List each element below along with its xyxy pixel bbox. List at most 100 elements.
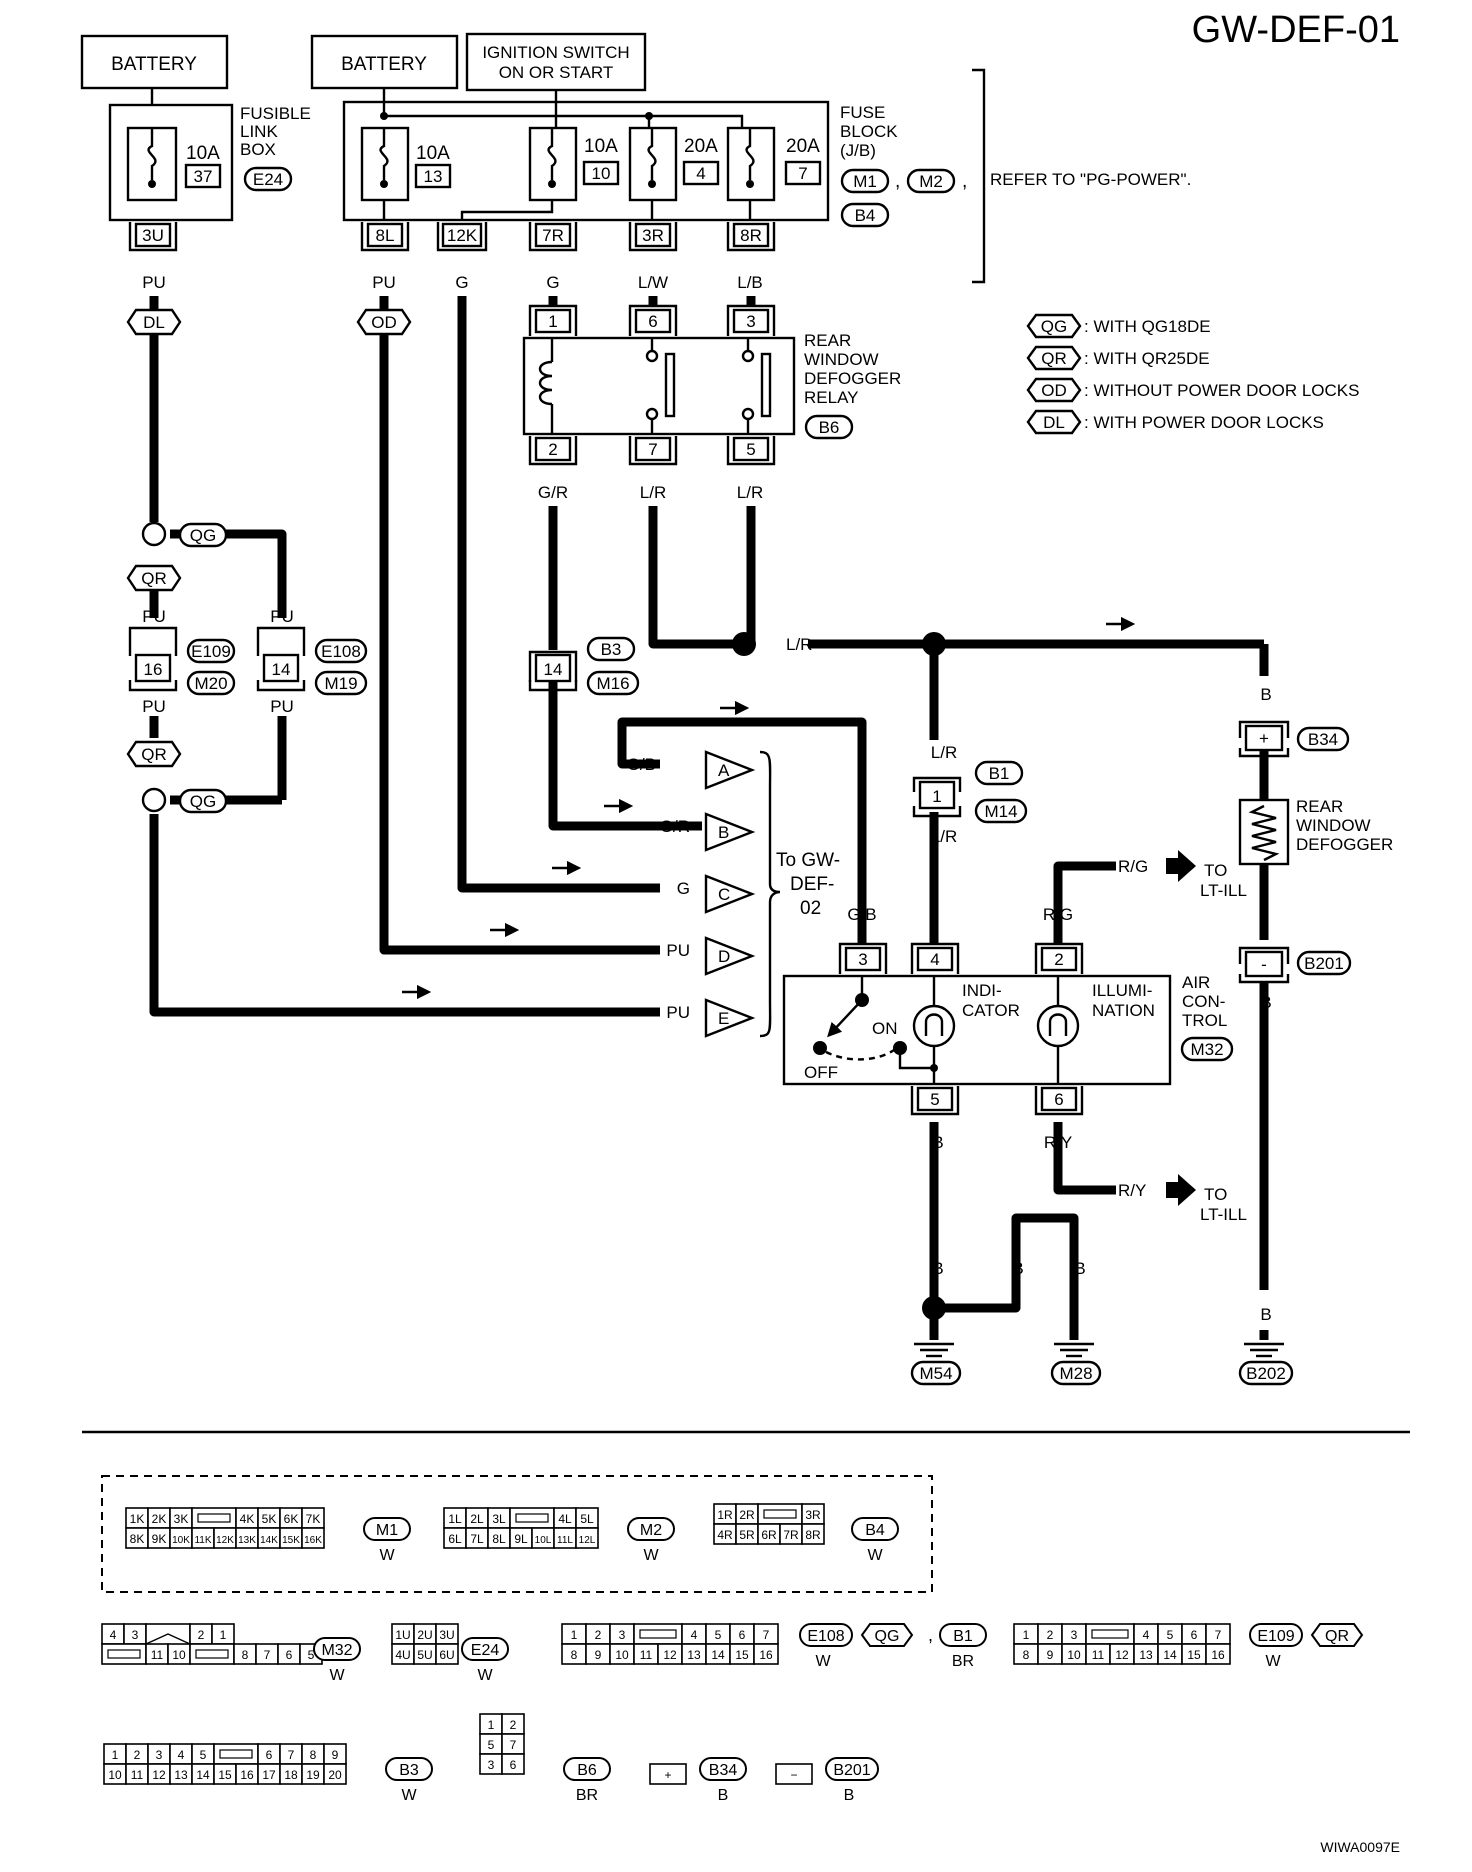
svg-text:CATOR: CATOR [962, 1001, 1020, 1020]
cavity-label: 15 [218, 1768, 232, 1782]
svg-text:QG: QG [190, 526, 216, 545]
connector-id-tag [939, 1623, 987, 1647]
svg-text:L/R: L/R [737, 483, 763, 502]
svg-text:B202: B202 [1246, 1364, 1286, 1383]
svg-text:B: B [718, 823, 729, 842]
svg-text:3R: 3R [642, 226, 664, 245]
cavity-label: 10 [615, 1648, 629, 1662]
connector-cavity [649, 1763, 687, 1785]
cavity-label: 1 [220, 1628, 227, 1642]
cavity-label: 15 [735, 1648, 749, 1662]
connector-color: W [867, 1547, 883, 1564]
svg-text:7: 7 [648, 440, 657, 459]
svg-text:10A: 10A [584, 136, 618, 157]
cavity-label: 6L [448, 1532, 462, 1546]
svg-text:G: G [677, 879, 690, 898]
svg-text:FUSE: FUSE [840, 103, 885, 122]
connector-key [1091, 1629, 1129, 1639]
cavity-label: 10 [1067, 1648, 1081, 1662]
cavity-label: 11 [151, 1648, 164, 1662]
connector-id: M2 [640, 1522, 662, 1539]
cavity-label: 4 [691, 1628, 698, 1642]
cavity-label: 5 [488, 1738, 495, 1752]
svg-text:OD: OD [1041, 381, 1067, 400]
cavity-label: 1K [130, 1512, 145, 1526]
cavity-label: 6 [286, 1648, 293, 1662]
connector-color: W [379, 1547, 395, 1564]
cavity-label: 2K [152, 1512, 167, 1526]
terminal-7R: 7R [528, 222, 578, 252]
connector-id-tag [363, 1517, 411, 1541]
connector-color: W [815, 1653, 831, 1670]
svg-text:L/R: L/R [931, 827, 957, 846]
cavity-label: 3 [488, 1758, 495, 1772]
cavity-label: 10K [172, 1535, 190, 1546]
svg-text:PU: PU [372, 273, 396, 292]
cavity-label: 6 [1191, 1628, 1198, 1642]
cavity-label: 11 [640, 1648, 653, 1662]
cavity-label: 4U [395, 1648, 410, 1662]
svg-text:PU: PU [142, 697, 166, 716]
connector-id-tag [313, 1637, 361, 1661]
cavity-label: 14 [1163, 1648, 1177, 1662]
fuse-block: 10A 13 10A 10 20A 4 20A 7 FUSE BLOCK (J/… [342, 68, 1191, 284]
connector-id: B1 [953, 1628, 973, 1645]
connector-color: W [329, 1667, 345, 1684]
svg-text:3U: 3U [142, 226, 164, 245]
to-lt-ill-rg: R/G TO LT-ILL [1118, 850, 1247, 900]
svg-text:37: 37 [194, 167, 213, 186]
connector-id-tag [563, 1757, 611, 1781]
cavity-label: 1 [571, 1628, 578, 1642]
svg-text:M1: M1 [853, 172, 877, 191]
svg-text:M32: M32 [1190, 1040, 1223, 1059]
svg-text:DEFOGGER: DEFOGGER [1296, 835, 1393, 854]
cavity-label: 8 [310, 1748, 317, 1762]
cavity-label: 19 [306, 1768, 320, 1782]
svg-text:B: B [1260, 993, 1271, 1012]
connector-cavity [801, 1523, 825, 1545]
figure-id: WIWA0097E [1320, 1839, 1400, 1855]
cavity-label: 17 [262, 1768, 276, 1782]
connector-id: B6 [577, 1762, 597, 1779]
svg-text:DEFOGGER: DEFOGGER [804, 369, 901, 388]
cavity-label: 14 [711, 1648, 725, 1662]
cavity-label: 3 [1071, 1628, 1078, 1642]
svg-text:REFER TO "PG-POWER".: REFER TO "PG-POWER". [990, 170, 1191, 189]
cavity-label: 7 [763, 1628, 770, 1642]
svg-text:WINDOW: WINDOW [1296, 816, 1371, 835]
cavity-label: 11K [194, 1535, 211, 1546]
cavity-label: 7L [470, 1532, 484, 1546]
svg-text:B: B [1260, 1305, 1271, 1324]
connector-key [107, 1649, 141, 1659]
svg-text:1: 1 [932, 787, 941, 806]
svg-text:E24: E24 [253, 170, 283, 189]
cavity-label: 9 [332, 1748, 339, 1762]
svg-text:DL: DL [143, 313, 165, 332]
connector-color: BR [952, 1653, 974, 1670]
cavity-label: 4 [178, 1748, 185, 1762]
cavity-label: 9K [152, 1532, 167, 1546]
svg-text:PU: PU [666, 1003, 690, 1022]
cavity-label: 2 [510, 1718, 517, 1732]
svg-text:M16: M16 [596, 674, 629, 693]
svg-text:: WITH QR25DE: : WITH QR25DE [1084, 349, 1210, 368]
svg-text:B: B [1260, 685, 1271, 704]
cavity-label: 12K [216, 1535, 234, 1546]
svg-text:8R: 8R [740, 226, 762, 245]
svg-text:WINDOW: WINDOW [804, 350, 879, 369]
svg-text:B: B [1012, 1259, 1023, 1278]
svg-text:16: 16 [144, 660, 163, 679]
cavity-label: 9 [595, 1648, 602, 1662]
terminal-3R: 3R [628, 222, 678, 252]
cavity-label: 15K [282, 1535, 300, 1546]
cavity-label: 2R [739, 1508, 755, 1522]
cavity-label: 5 [200, 1748, 207, 1762]
connector-cavity [323, 1763, 347, 1785]
terminal-3U: 3U [128, 222, 178, 252]
svg-text:BLOCK: BLOCK [840, 122, 898, 141]
svg-text:M20: M20 [194, 674, 227, 693]
connector-color: W [1265, 1653, 1281, 1670]
cavity-label: 8 [1023, 1648, 1030, 1662]
cavity-label: 4 [110, 1628, 117, 1642]
